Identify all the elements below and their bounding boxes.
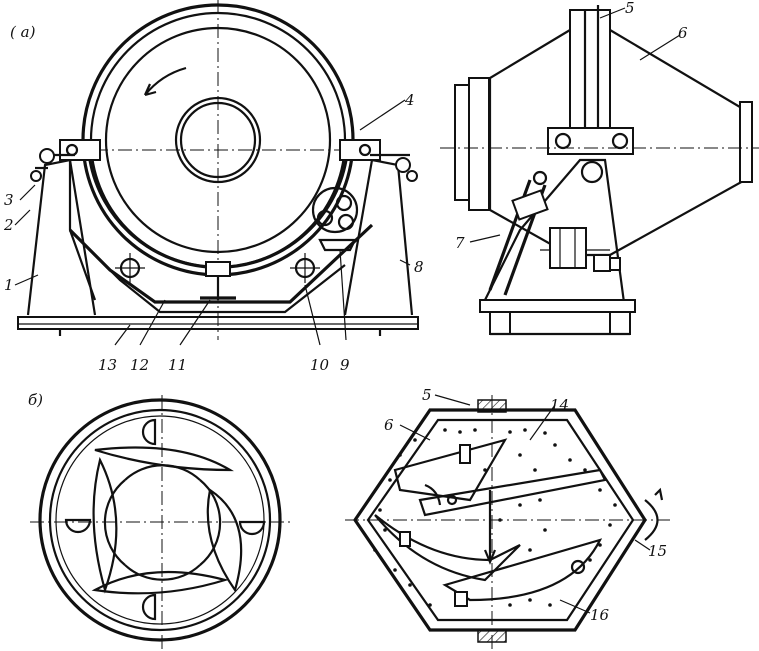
right-stand bbox=[343, 158, 414, 316]
label-9: 9 bbox=[340, 356, 350, 374]
rotation-arrow bbox=[144, 66, 187, 96]
label-1: 1 bbox=[4, 276, 14, 294]
label-7: 7 bbox=[455, 234, 465, 252]
section-view-hex bbox=[345, 394, 670, 650]
pivot-block bbox=[547, 127, 634, 155]
label-6: 6 bbox=[678, 24, 688, 42]
label-5b: 5 bbox=[422, 386, 432, 404]
paddle-right bbox=[206, 488, 243, 593]
label-5: 5 bbox=[625, 0, 635, 17]
section-label-a: ( а) bbox=[10, 23, 36, 41]
motor bbox=[549, 227, 587, 269]
column bbox=[569, 9, 611, 141]
label-4: 4 bbox=[404, 91, 415, 109]
hex-rotation-arrow bbox=[644, 499, 659, 541]
side-stand bbox=[479, 158, 627, 311]
plate-upper bbox=[393, 438, 508, 502]
front-view bbox=[14, 0, 419, 346]
paddle-left bbox=[92, 456, 118, 594]
label-15: 15 bbox=[648, 542, 667, 560]
rivets bbox=[373, 428, 617, 607]
drive-pulley bbox=[311, 186, 359, 234]
plate-bottom bbox=[442, 538, 603, 602]
plate-middle bbox=[418, 468, 607, 517]
section-label-b: б) bbox=[28, 391, 43, 409]
label-6b: 6 bbox=[384, 416, 394, 434]
label-3: 3 bbox=[4, 191, 14, 209]
left-stand bbox=[26, 158, 97, 316]
label-11: 11 bbox=[168, 356, 187, 374]
round-drum-outer bbox=[38, 398, 282, 642]
side-base bbox=[479, 299, 636, 313]
discharge-valve bbox=[205, 261, 231, 277]
label-12: 12 bbox=[130, 356, 149, 374]
right-flange bbox=[739, 101, 753, 183]
label-8: 8 bbox=[414, 258, 424, 276]
label-13: 13 bbox=[98, 356, 117, 374]
left-flange bbox=[454, 84, 470, 201]
paddle-bottom bbox=[91, 570, 229, 595]
label-10: 10 bbox=[310, 356, 330, 374]
label-16: 16 bbox=[590, 606, 610, 624]
label-2: 2 bbox=[3, 216, 14, 234]
section-view-round bbox=[30, 395, 290, 650]
side-view bbox=[440, 5, 759, 336]
paddle-top bbox=[94, 446, 234, 472]
label-14: 14 bbox=[550, 396, 569, 414]
